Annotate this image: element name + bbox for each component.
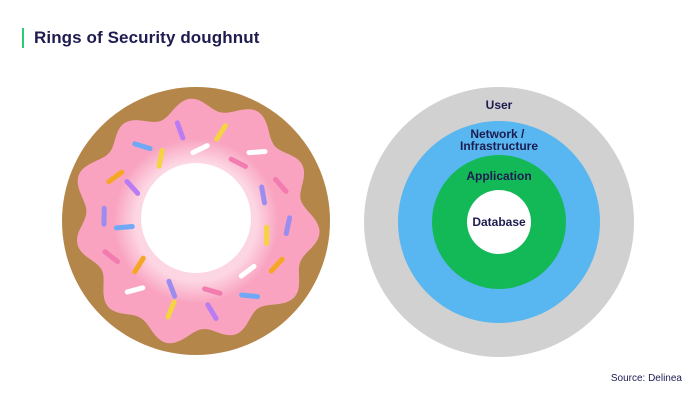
- sprinkle: [166, 278, 178, 299]
- title-accent-bar: [22, 28, 24, 48]
- doughnut-sprinkles: [101, 120, 293, 321]
- sprinkle: [124, 178, 141, 196]
- ring-label-network: Network / Infrastructure: [460, 127, 538, 153]
- sprinkle: [283, 215, 293, 237]
- sprinkle: [246, 149, 268, 156]
- ring-label-user: User: [486, 98, 513, 112]
- ring-label-database: Database: [472, 215, 526, 229]
- sprinkle: [190, 143, 210, 156]
- sprinkle: [238, 263, 257, 279]
- sprinkle: [259, 184, 267, 206]
- sprinkle: [165, 299, 177, 320]
- sprinkle: [113, 224, 135, 231]
- security-rings: User Network / Infrastructure Applicatio…: [364, 87, 634, 357]
- doughnut-illustration: [62, 87, 330, 355]
- page-title: Rings of Security doughnut: [34, 28, 260, 47]
- sprinkle: [132, 141, 153, 152]
- sprinkle: [214, 123, 228, 142]
- sprinkle: [273, 176, 289, 194]
- sprinkle: [102, 249, 121, 265]
- sprinkle: [132, 255, 146, 275]
- sprinkle: [239, 292, 261, 300]
- sprinkle: [106, 169, 125, 185]
- sprinkle: [124, 285, 146, 295]
- sprinkle: [205, 302, 219, 321]
- sprinkle: [228, 156, 248, 169]
- sprinkle: [174, 120, 186, 141]
- source-caption: Source: Delinea: [610, 373, 682, 384]
- sprinkle: [202, 286, 223, 296]
- ring-label-application: Application: [466, 169, 531, 183]
- ring-database: [467, 190, 531, 254]
- sprinkle: [268, 256, 285, 274]
- doughnut-hole: [141, 163, 251, 273]
- sprinkle: [156, 147, 165, 169]
- title-group: Rings of Security doughnut: [22, 28, 259, 48]
